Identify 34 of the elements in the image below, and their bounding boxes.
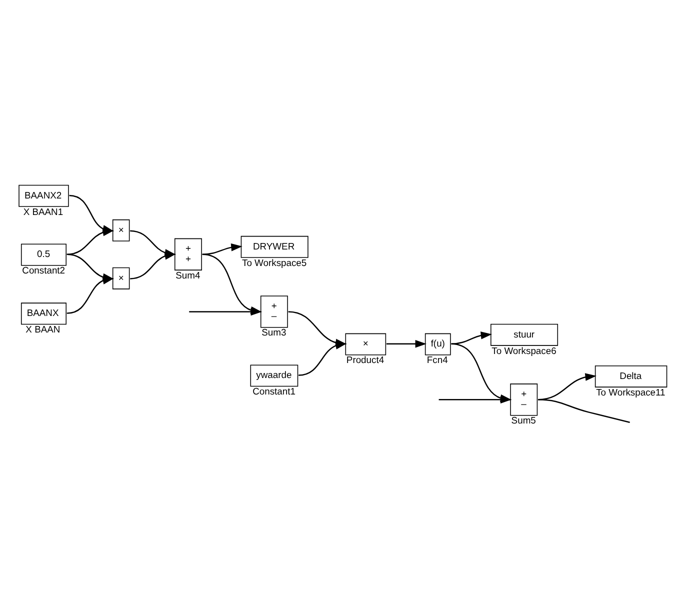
node-box: + – xyxy=(260,296,288,328)
node-label: X BAAN1 xyxy=(23,206,64,217)
node-label: To Workspace5 xyxy=(242,256,307,268)
node-box: × xyxy=(345,333,386,356)
node-label: Fcn4 xyxy=(426,354,448,366)
arrow xyxy=(66,228,114,255)
node-box: BAANX2 xyxy=(18,184,69,207)
node-box: DRYWER xyxy=(240,236,308,258)
node-box: stuur xyxy=(490,324,558,346)
node-label: To Workspace11 xyxy=(596,386,666,398)
node-label: Constant1 xyxy=(252,386,296,397)
node-box: 0.5 xyxy=(20,244,67,266)
node-box: + + xyxy=(174,238,202,270)
node-label: X BAAN xyxy=(26,324,60,335)
node-box: + – xyxy=(510,384,538,416)
node-label: Product4 xyxy=(346,354,384,366)
node-label: Sum5 xyxy=(511,414,536,426)
node-box: BAANX xyxy=(20,302,67,325)
arrow xyxy=(66,276,114,314)
node-label: Sum4 xyxy=(176,269,200,280)
connector xyxy=(538,399,630,423)
node-label: To Workspace6 xyxy=(492,344,556,356)
node-label: Constant2 xyxy=(22,264,66,276)
node-box: × xyxy=(112,219,130,242)
arrow xyxy=(386,340,426,348)
arrow xyxy=(130,252,176,280)
node-box: Delta xyxy=(594,365,668,388)
node-label: Sum3 xyxy=(262,326,286,338)
arrow xyxy=(202,243,242,255)
node-box: ywaarde xyxy=(250,364,298,387)
node-box: f(u) xyxy=(424,333,451,356)
arrow xyxy=(451,332,492,345)
arrow xyxy=(298,342,347,376)
node-box: × xyxy=(112,267,130,290)
